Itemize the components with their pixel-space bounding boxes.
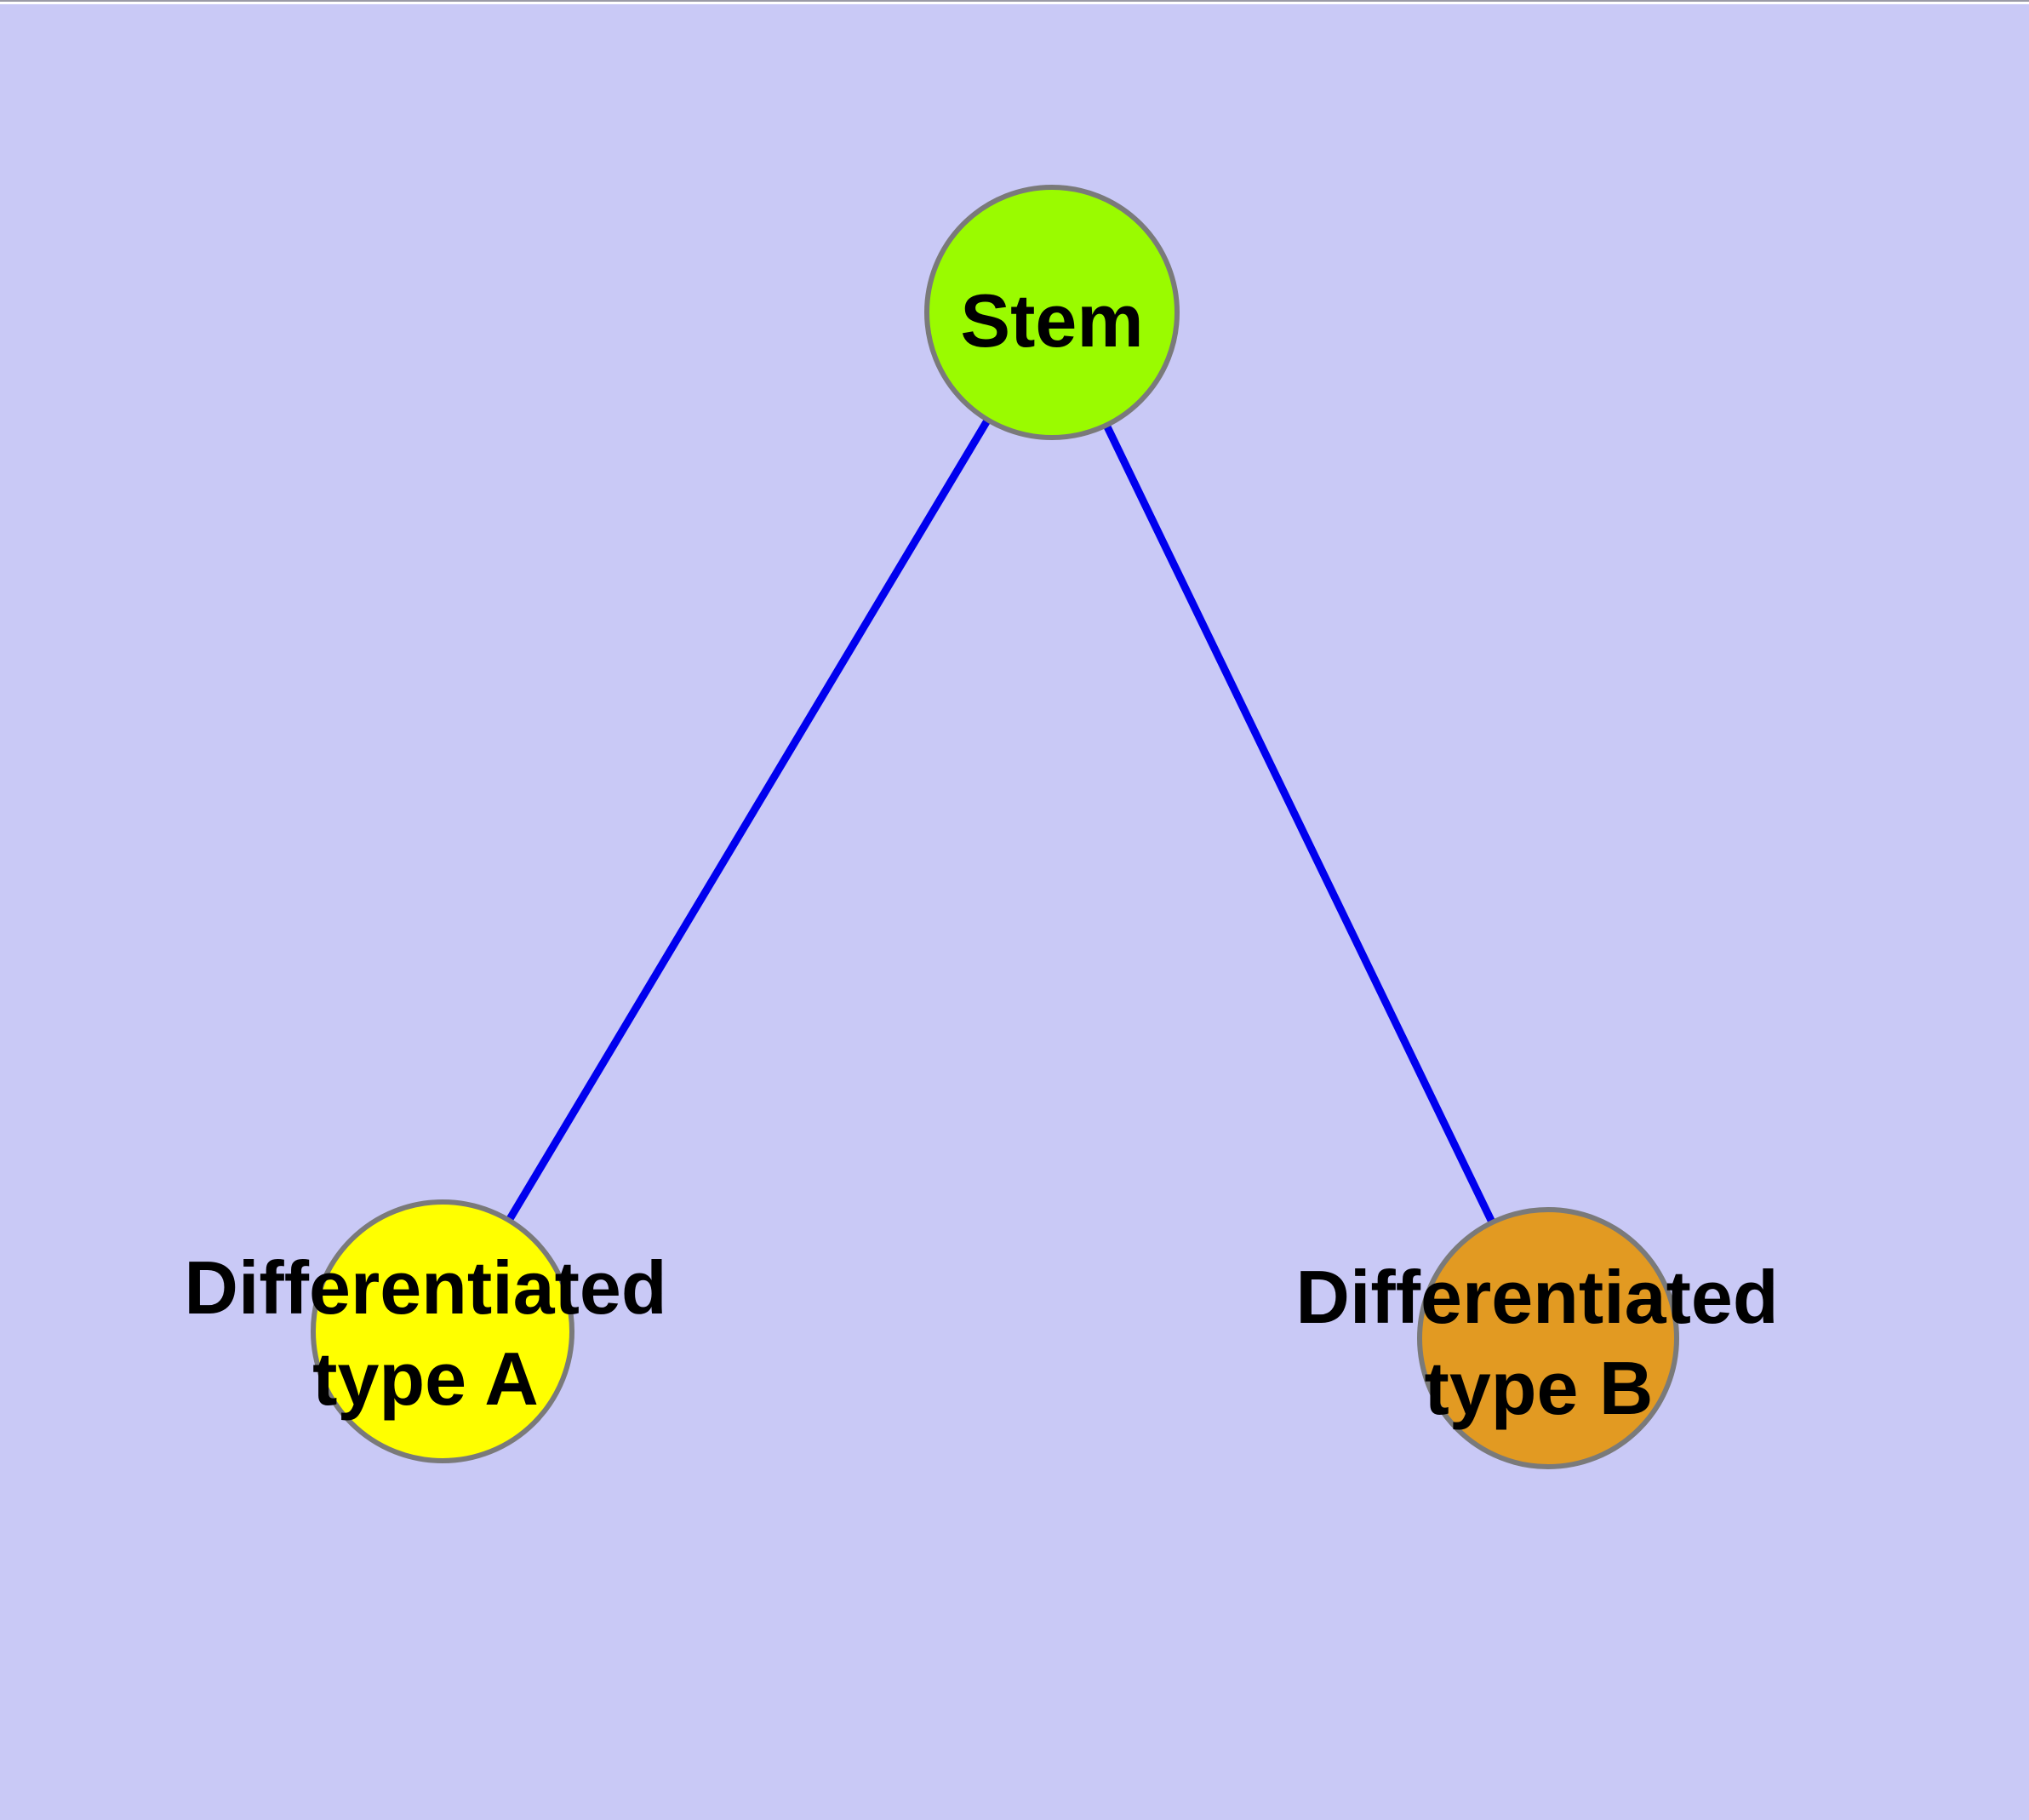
edge-stem-to-type-b xyxy=(1048,308,1552,1342)
node-type-a-label-line2: type A xyxy=(312,1336,539,1421)
node-type-b-label-line1: Differentiated xyxy=(1295,1255,1778,1339)
node-stem-label: Stem xyxy=(960,278,1143,363)
node-differentiated-type-a xyxy=(311,1199,574,1463)
node-differentiated-type-b xyxy=(1417,1207,1679,1469)
node-type-a-label-line1: Differentiated xyxy=(184,1245,666,1330)
node-stem xyxy=(924,185,1180,440)
edge-stem-to-type-a xyxy=(438,308,1056,1336)
top-border-line xyxy=(0,0,2029,2)
node-type-b-label-line2: type B xyxy=(1425,1346,1654,1430)
